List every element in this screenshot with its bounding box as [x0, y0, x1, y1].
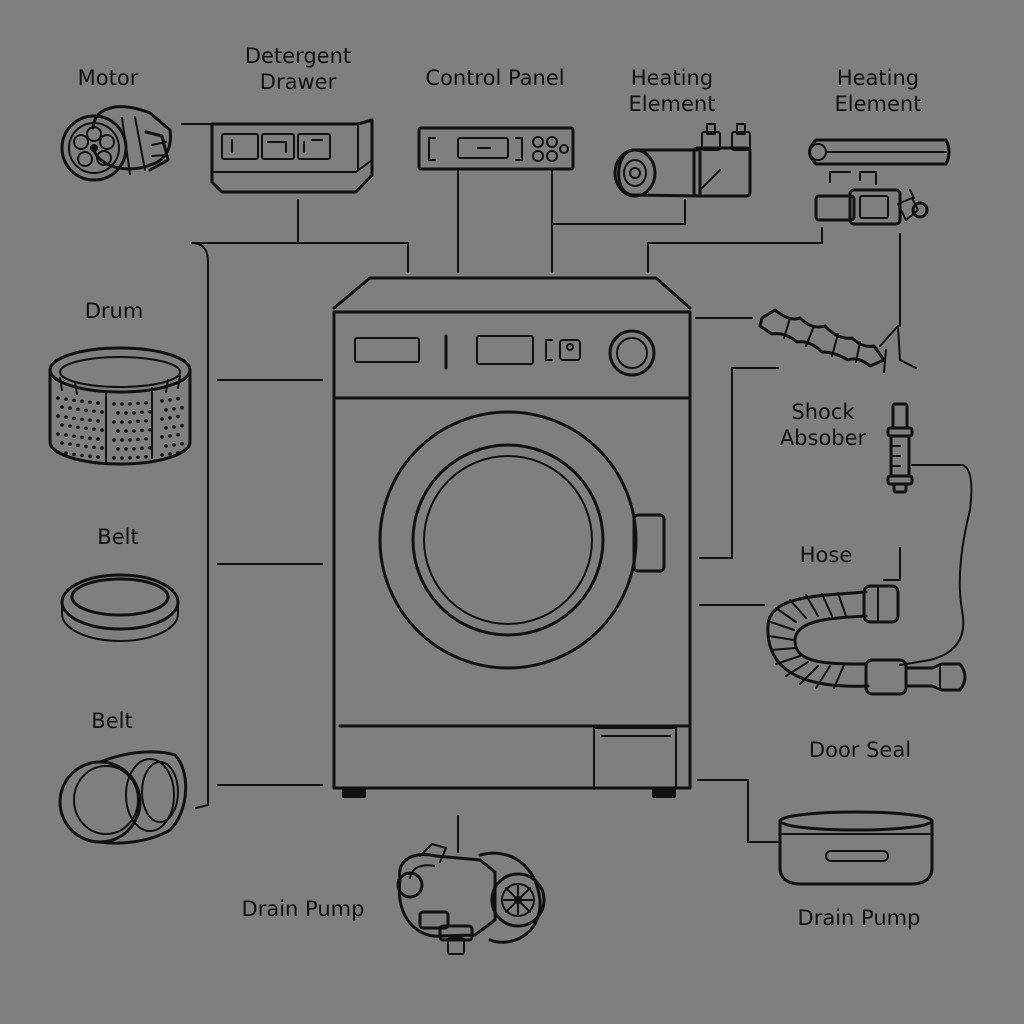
label-hose: Hose: [799, 543, 853, 567]
heating-element-assembly-icon: [808, 138, 951, 226]
door-seal-icon: [778, 810, 934, 886]
spring-icon: [758, 308, 917, 373]
label-shock-absorber: Shock Absober: [779, 400, 867, 450]
belt-boot-icon: [58, 750, 188, 845]
heating-element-icon: [613, 123, 752, 198]
label-heating-element-1: Heating Element: [628, 66, 716, 116]
label-door-seal: Door Seal: [808, 738, 912, 762]
shock-absorber-icon: [886, 402, 914, 494]
label-belt-1: Belt: [97, 525, 139, 549]
motor-icon: [60, 105, 172, 182]
label-belt-2: Belt: [91, 709, 133, 733]
label-drain-pump-1: Drain Pump: [241, 897, 365, 921]
drum-perforations: [56, 396, 184, 460]
hose-icon: [766, 584, 967, 696]
label-motor: Motor: [77, 66, 139, 90]
washing-machine-icon: [332, 276, 692, 798]
detergent-drawer-icon: [210, 118, 374, 194]
drum-icon: [48, 346, 192, 466]
label-heating-element-2: Heating Element: [834, 66, 922, 116]
label-control-panel: Control Panel: [425, 66, 565, 90]
belt-icon: [60, 573, 180, 642]
label-drain-pump-2: Drain Pump: [797, 906, 921, 930]
leader-lines: [181, 123, 973, 853]
label-drum: Drum: [84, 299, 144, 323]
control-panel-icon: [417, 126, 575, 171]
label-detergent-drawer: Detergent Drawer: [244, 44, 352, 94]
drain-pump-icon: [396, 843, 546, 955]
